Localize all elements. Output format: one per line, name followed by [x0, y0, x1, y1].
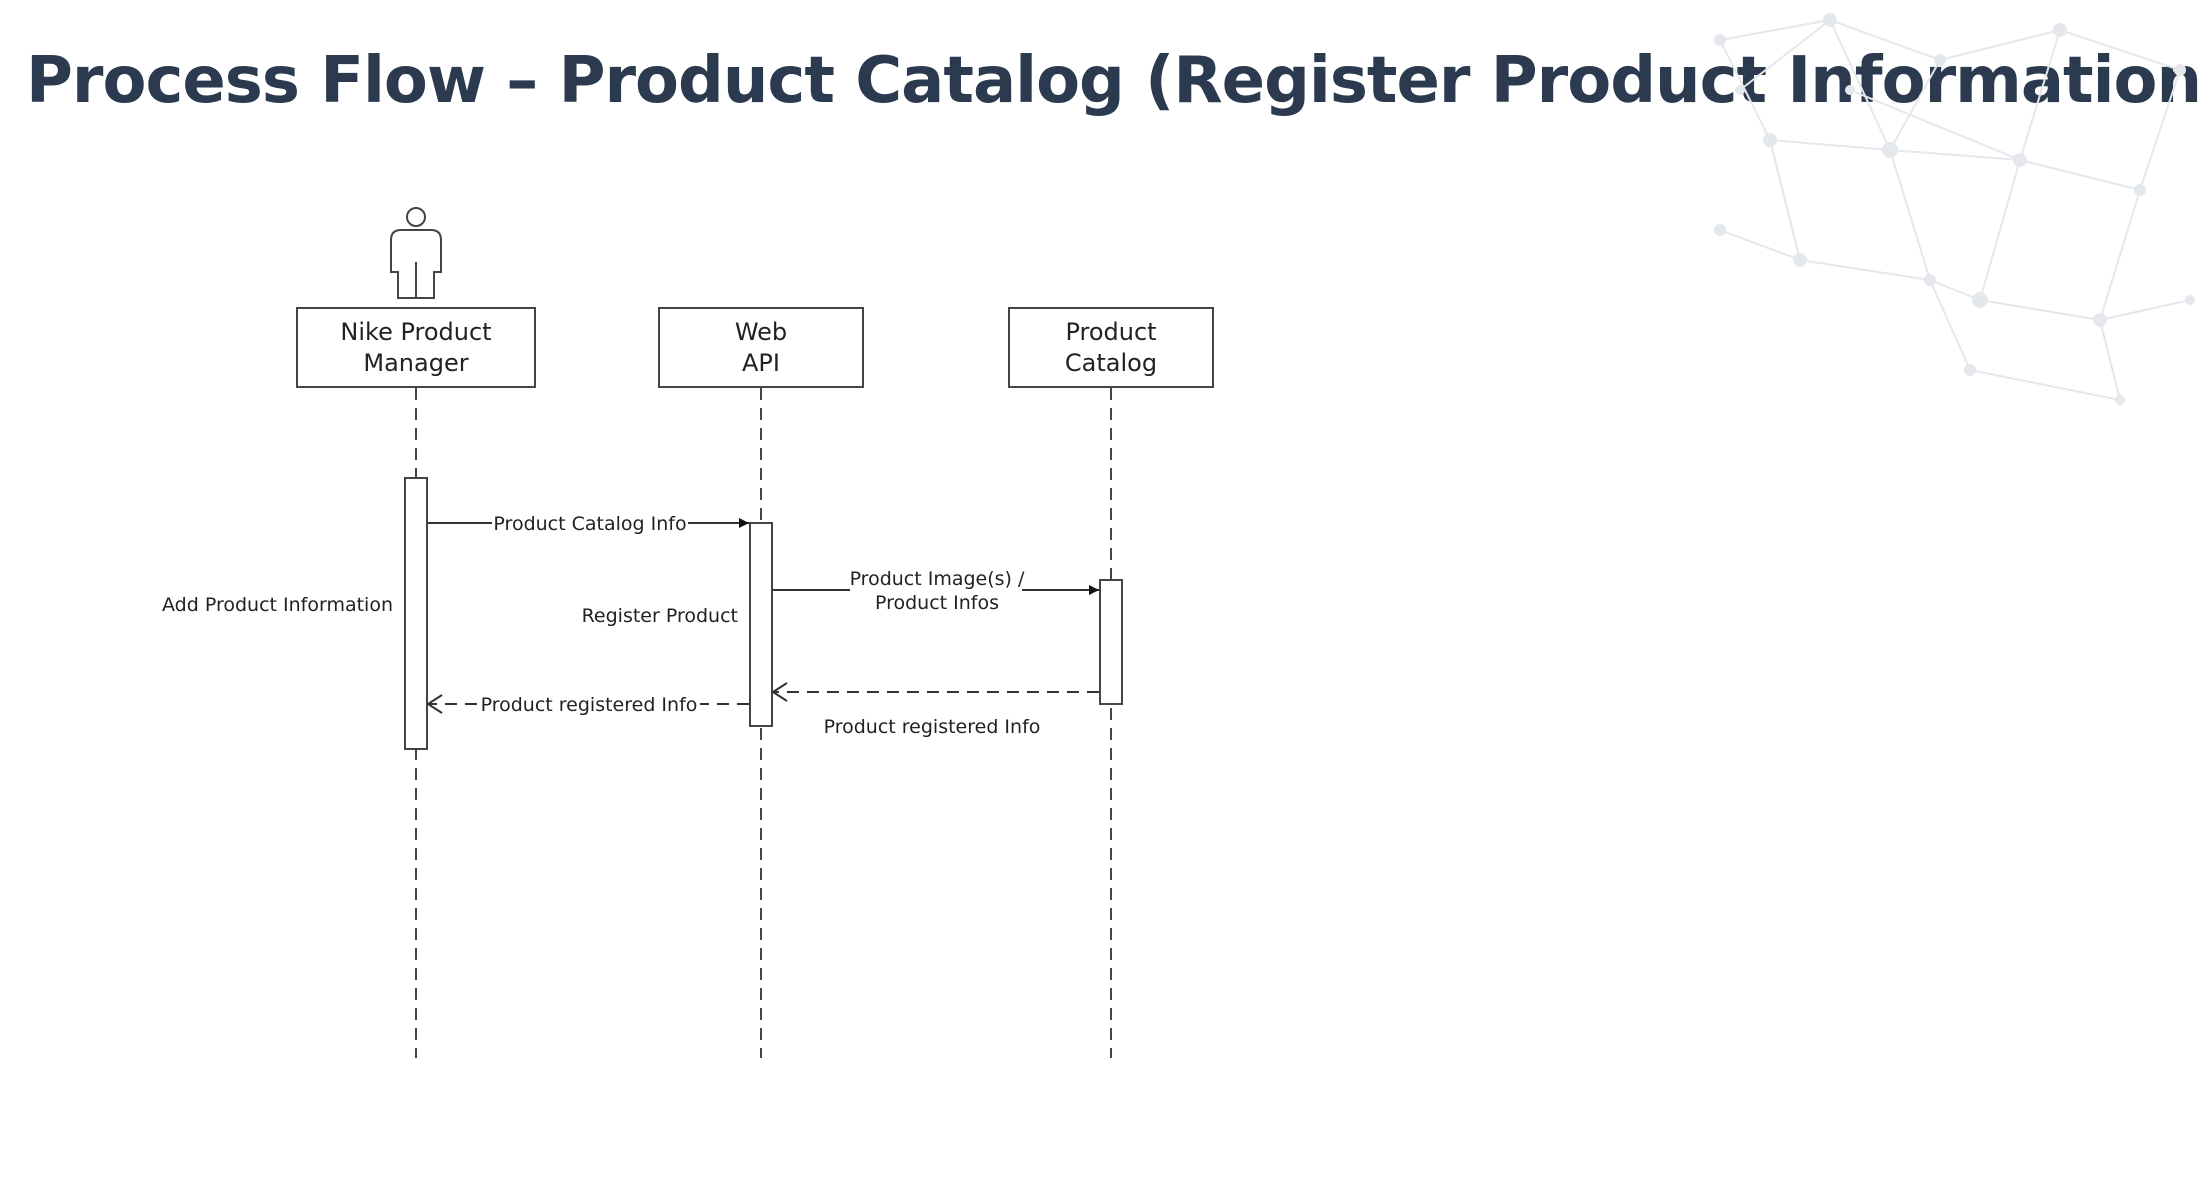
message-label-line1: Product Image(s) /	[850, 568, 1025, 590]
participant-nike-product-manager: Nike Product Manager	[296, 307, 536, 388]
message-label-line2: Product Infos	[875, 592, 999, 614]
participant-web-api: Web API	[658, 307, 864, 388]
activation-bar-nike-product-manager	[404, 477, 428, 750]
activation-label-register-product: Register Product	[582, 605, 738, 627]
participant-label-line1: Product	[1065, 318, 1156, 346]
participant-label-line1: Web	[735, 318, 787, 346]
activation-bar-product-catalog	[1099, 579, 1123, 705]
network-decoration-icon	[1714, 13, 2195, 405]
participant-label-line1: Nike Product	[340, 318, 491, 346]
activation-bar-web-api	[749, 522, 773, 727]
message-label: Product registered Info	[481, 694, 698, 716]
message-product-catalog-info: Product Catalog Info	[427, 513, 749, 535]
activation-label-add-product-information: Add Product Information	[162, 594, 393, 616]
message-label: Product Catalog Info	[493, 513, 686, 535]
participant-label-line2: API	[742, 349, 780, 377]
participant-label-line2: Manager	[363, 349, 468, 377]
page-title: Process Flow – Product Catalog (Register…	[26, 44, 2198, 118]
message-product-images-infos: Product Image(s) / Product Infos	[772, 568, 1099, 614]
message-product-registered-info-return-api: Product registered Info	[771, 682, 1099, 738]
participant-label-line2: Catalog	[1065, 349, 1157, 377]
actor-person-icon	[390, 207, 442, 299]
message-label: Product registered Info	[824, 716, 1041, 738]
message-product-registered-info-return-manager: Product registered Info	[426, 694, 749, 716]
participant-product-catalog: Product Catalog	[1008, 307, 1214, 388]
